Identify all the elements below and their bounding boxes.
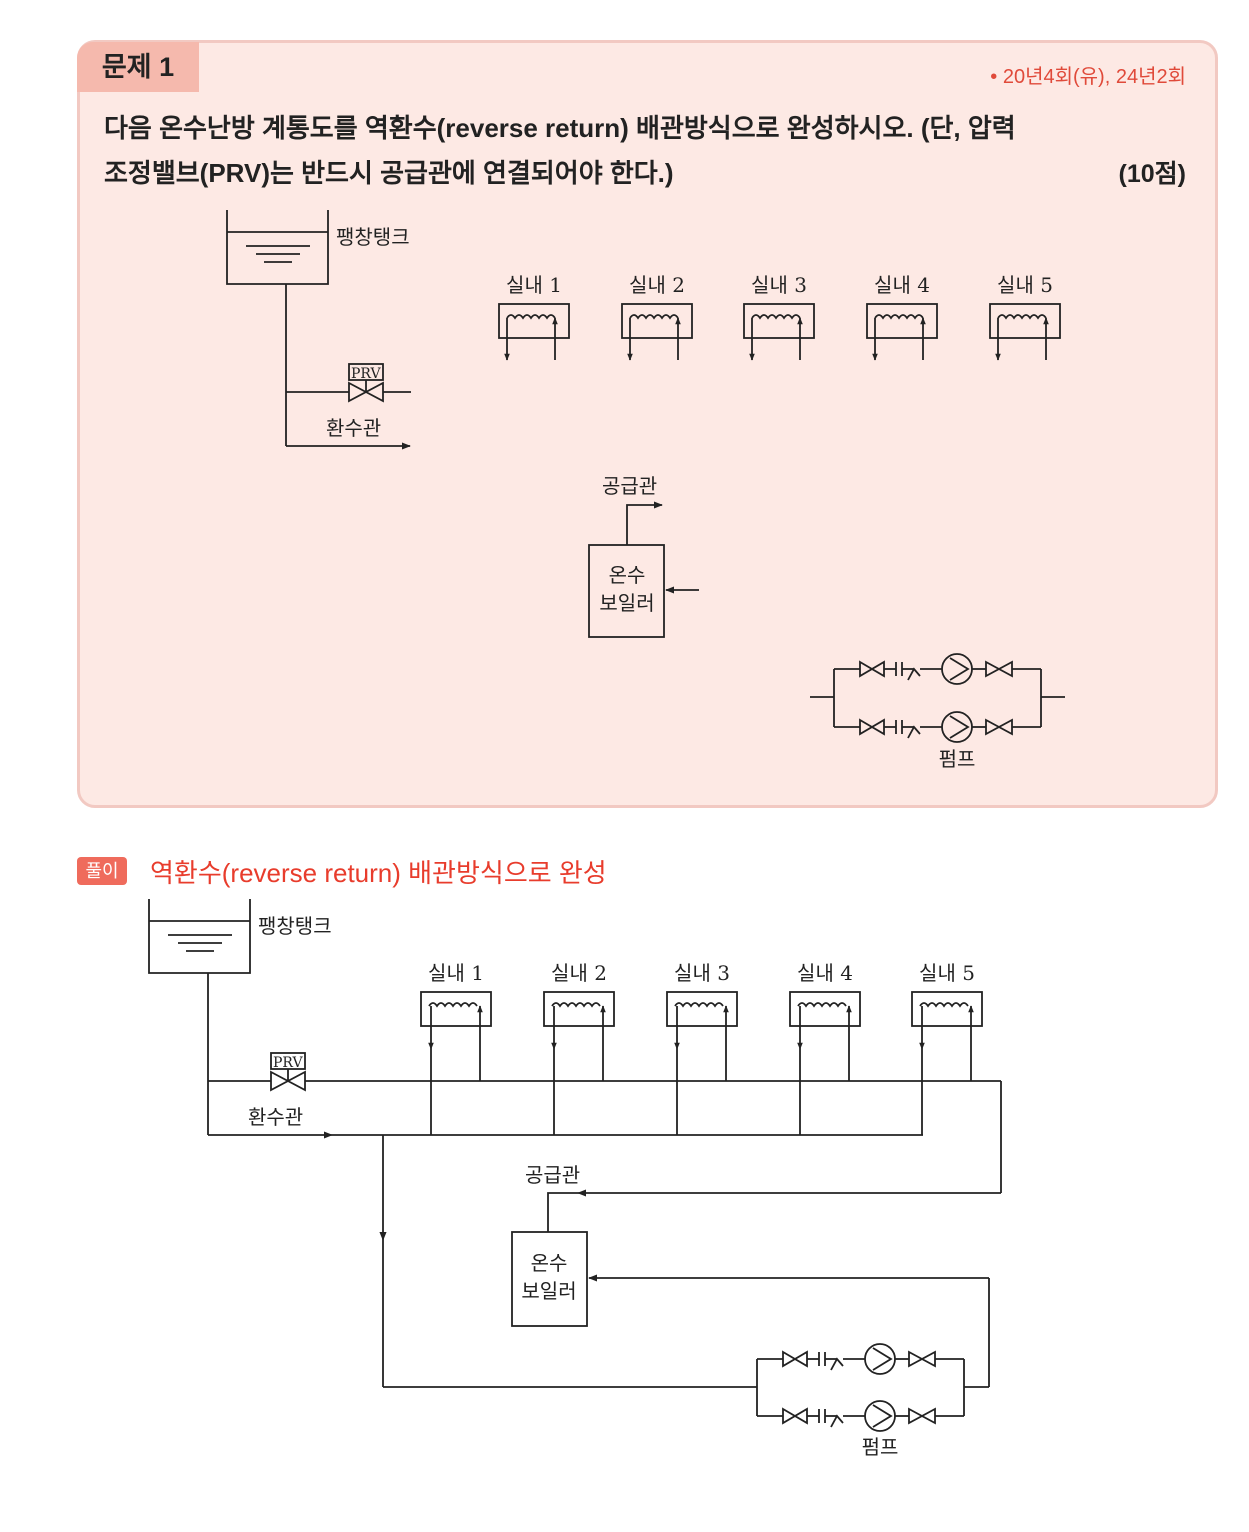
room-label-4: 실내 4 bbox=[874, 273, 930, 297]
supply-pipe-label: 공급관 bbox=[602, 474, 657, 498]
room-label-5-solution: 실내 5 bbox=[919, 961, 975, 985]
room-heaters-solution bbox=[420, 991, 983, 1135]
room-label-1: 실내 1 bbox=[506, 273, 562, 297]
room-heater-5-icon bbox=[989, 303, 1061, 361]
boiler-label-line1: 온수 bbox=[609, 563, 646, 587]
room-label-1-solution: 실내 1 bbox=[428, 961, 484, 985]
room-heater-4-icon bbox=[866, 303, 938, 361]
boiler-label-line1-solution: 온수 bbox=[531, 1251, 568, 1275]
room-heater-1-icon-solution bbox=[420, 991, 492, 1135]
pump-label-solution: 펌프 bbox=[862, 1435, 899, 1459]
room-heater-2-icon bbox=[621, 303, 693, 361]
prv-valve-icon bbox=[348, 363, 384, 403]
problem-box bbox=[77, 40, 1218, 808]
solution-title: 역환수(reverse return) 배관방식으로 완성 bbox=[150, 858, 607, 888]
return-pipe-label-solution: 환수관 bbox=[248, 1105, 303, 1129]
boiler-icon-solution bbox=[511, 1231, 588, 1327]
prv-label: PRV bbox=[351, 366, 381, 382]
room-label-4-solution: 실내 4 bbox=[797, 961, 853, 985]
room-label-2: 실내 2 bbox=[629, 273, 685, 297]
room-label-3: 실내 3 bbox=[751, 273, 807, 297]
room-heater-3-icon bbox=[743, 303, 815, 361]
solution-diagram bbox=[148, 899, 1002, 1432]
room-heater-3-icon-solution bbox=[666, 991, 738, 1135]
tank-label: 팽창탱크 bbox=[336, 225, 410, 249]
points: (10점) bbox=[1118, 160, 1186, 188]
prv-valve-icon-solution bbox=[270, 1052, 306, 1092]
boiler-label-line2: 보일러 bbox=[599, 591, 654, 615]
exam-meta: • 20년4회(유), 24년2회 bbox=[990, 66, 1186, 88]
room-heater-2-icon-solution bbox=[543, 991, 615, 1135]
expansion-tank-icon bbox=[226, 210, 329, 285]
pump-assembly-icon-solution bbox=[756, 1343, 965, 1432]
solution-badge: 풀이 bbox=[77, 857, 127, 885]
pump-assembly-icon bbox=[810, 653, 1065, 743]
room-heaters-problem bbox=[498, 303, 1061, 361]
room-label-5: 실내 5 bbox=[997, 273, 1053, 297]
expansion-tank-icon-solution bbox=[148, 899, 251, 974]
problem-diagram bbox=[226, 210, 1065, 743]
room-label-2-solution: 실내 2 bbox=[551, 961, 607, 985]
room-heater-4-icon-solution bbox=[789, 991, 861, 1135]
prv-label-solution: PRV bbox=[273, 1055, 303, 1071]
pump-label: 펌프 bbox=[939, 747, 976, 771]
room-heater-5-icon-solution bbox=[911, 991, 983, 1135]
question-line-2: 조정밸브(PRV)는 반드시 공급관에 연결되어야 한다.) bbox=[104, 158, 674, 188]
return-pipe-label: 환수관 bbox=[326, 416, 381, 440]
boiler-label-line2-solution: 보일러 bbox=[521, 1279, 576, 1303]
tank-label-solution: 팽창탱크 bbox=[258, 914, 332, 938]
question-line-1: 다음 온수난방 계통도를 역환수(reverse return) 배관방식으로 … bbox=[104, 113, 1016, 143]
problem-tag: 문제 1 bbox=[77, 42, 199, 92]
supply-pipe-label-solution: 공급관 bbox=[525, 1163, 580, 1187]
room-heater-1-icon bbox=[498, 303, 570, 361]
room-label-3-solution: 실내 3 bbox=[674, 961, 730, 985]
